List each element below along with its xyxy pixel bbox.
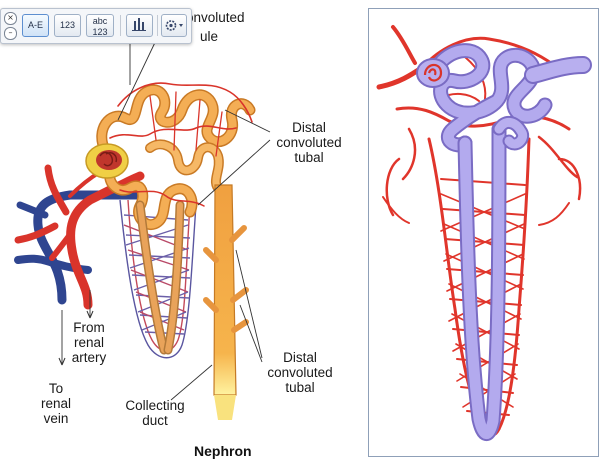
label-distal-convoluted-upper: Distal convoluted tubal (276, 120, 342, 165)
label-pct-partial-2: ule (200, 29, 219, 44)
sort-numeric-button[interactable]: 123 (54, 14, 81, 37)
settings-dropdown-button[interactable] (161, 14, 187, 37)
chart-button[interactable] (126, 14, 153, 37)
glomerulus (85, 143, 129, 179)
renal-vessels (14, 164, 145, 310)
collecting-duct (203, 184, 249, 420)
label-collecting-duct: Collecting duct (125, 398, 185, 428)
label-distal-convoluted-lower: Distal convoluted tubal (267, 350, 333, 395)
right-nephron-panel (368, 8, 599, 457)
label-pct-partial-1: onvoluted (186, 10, 245, 25)
floating-toolbar: × – A-E 123 abc 123 (0, 8, 192, 44)
right-nephron-diagram (376, 25, 592, 441)
convoluted-tubules (96, 82, 256, 355)
minimize-icon[interactable]: – (4, 27, 17, 40)
glomerulus-right (416, 58, 450, 88)
label-to-renal-vein: To renal vein (40, 381, 72, 426)
chevron-down-icon (179, 24, 183, 27)
renal-tubule (429, 43, 592, 441)
toolbar-separator (157, 15, 158, 36)
leader-lines (58, 30, 271, 401)
label-from-renal-artery: From renal artery (71, 320, 107, 365)
bar-chart-icon (132, 18, 146, 31)
toolbar-separator (120, 15, 121, 36)
close-icon[interactable]: × (4, 12, 17, 25)
alphanumeric-button[interactable]: abc 123 (86, 14, 114, 37)
sort-alpha-button[interactable]: A-E (22, 14, 49, 37)
diagram-title: Nephron (194, 443, 252, 459)
gear-icon (165, 20, 183, 31)
